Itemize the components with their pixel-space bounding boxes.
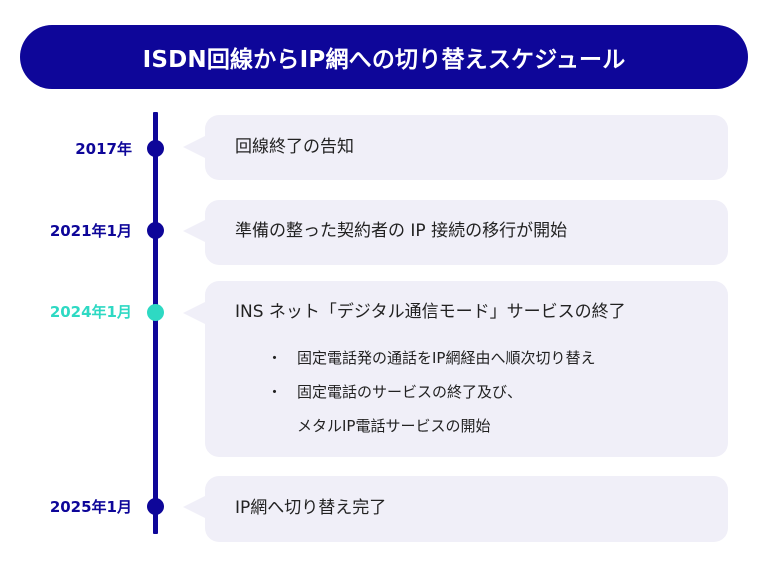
page-title: ISDN回線からIP網への切り替えスケジュール	[142, 47, 626, 73]
bullet-text: 固定電話のサービスの終了及び、	[297, 383, 523, 401]
event-bullet-list: ・ 固定電話発の通話をIP網経由へ順次切り替え ・ 固定電話のサービスの終了及び…	[267, 347, 595, 449]
timeline-date-2021: 2021年1月	[49, 222, 132, 240]
bullet-text: 固定電話発の通話をIP網経由へ順次切り替え	[297, 349, 596, 367]
timeline-card: IP網へ切り替え完了	[183, 476, 728, 542]
timeline-dot-icon	[147, 222, 164, 239]
timeline-card: 回線終了の告知	[183, 115, 728, 180]
timeline-dot-icon	[147, 498, 164, 515]
timeline-dot-highlight-icon	[147, 304, 164, 321]
bullet-marker: ・	[267, 349, 283, 367]
timeline-card: 準備の整った契約者の IP 接続の移行が開始	[183, 200, 728, 265]
timeline-date-2017: 2017年	[75, 140, 132, 158]
event-title: IP網へ切り替え完了	[235, 498, 387, 518]
bullet-continuation: メタルIP電話サービスの開始	[297, 417, 491, 435]
event-title: INS ネット「デジタル通信モード」サービスの終了	[235, 302, 626, 322]
bullet-marker: ・	[267, 383, 283, 401]
event-title: 準備の整った契約者の IP 接続の移行が開始	[235, 221, 568, 241]
title-banner: ISDN回線からIP網への切り替えスケジュール	[20, 25, 748, 89]
timeline-card-highlight: INS ネット「デジタル通信モード」サービスの終了 ・ 固定電話発の通話をIP網…	[183, 281, 728, 457]
event-title: 回線終了の告知	[235, 137, 354, 157]
timeline-date-2024: 2024年1月	[49, 303, 132, 321]
timeline-axis	[153, 112, 158, 534]
bullet-item: ・ 固定電話のサービスの終了及び、	[267, 381, 595, 415]
timeline-date-2025: 2025年1月	[49, 498, 132, 516]
timeline-dot-icon	[147, 140, 164, 157]
bullet-item: ・ 固定電話発の通話をIP網経由へ順次切り替え	[267, 347, 595, 381]
